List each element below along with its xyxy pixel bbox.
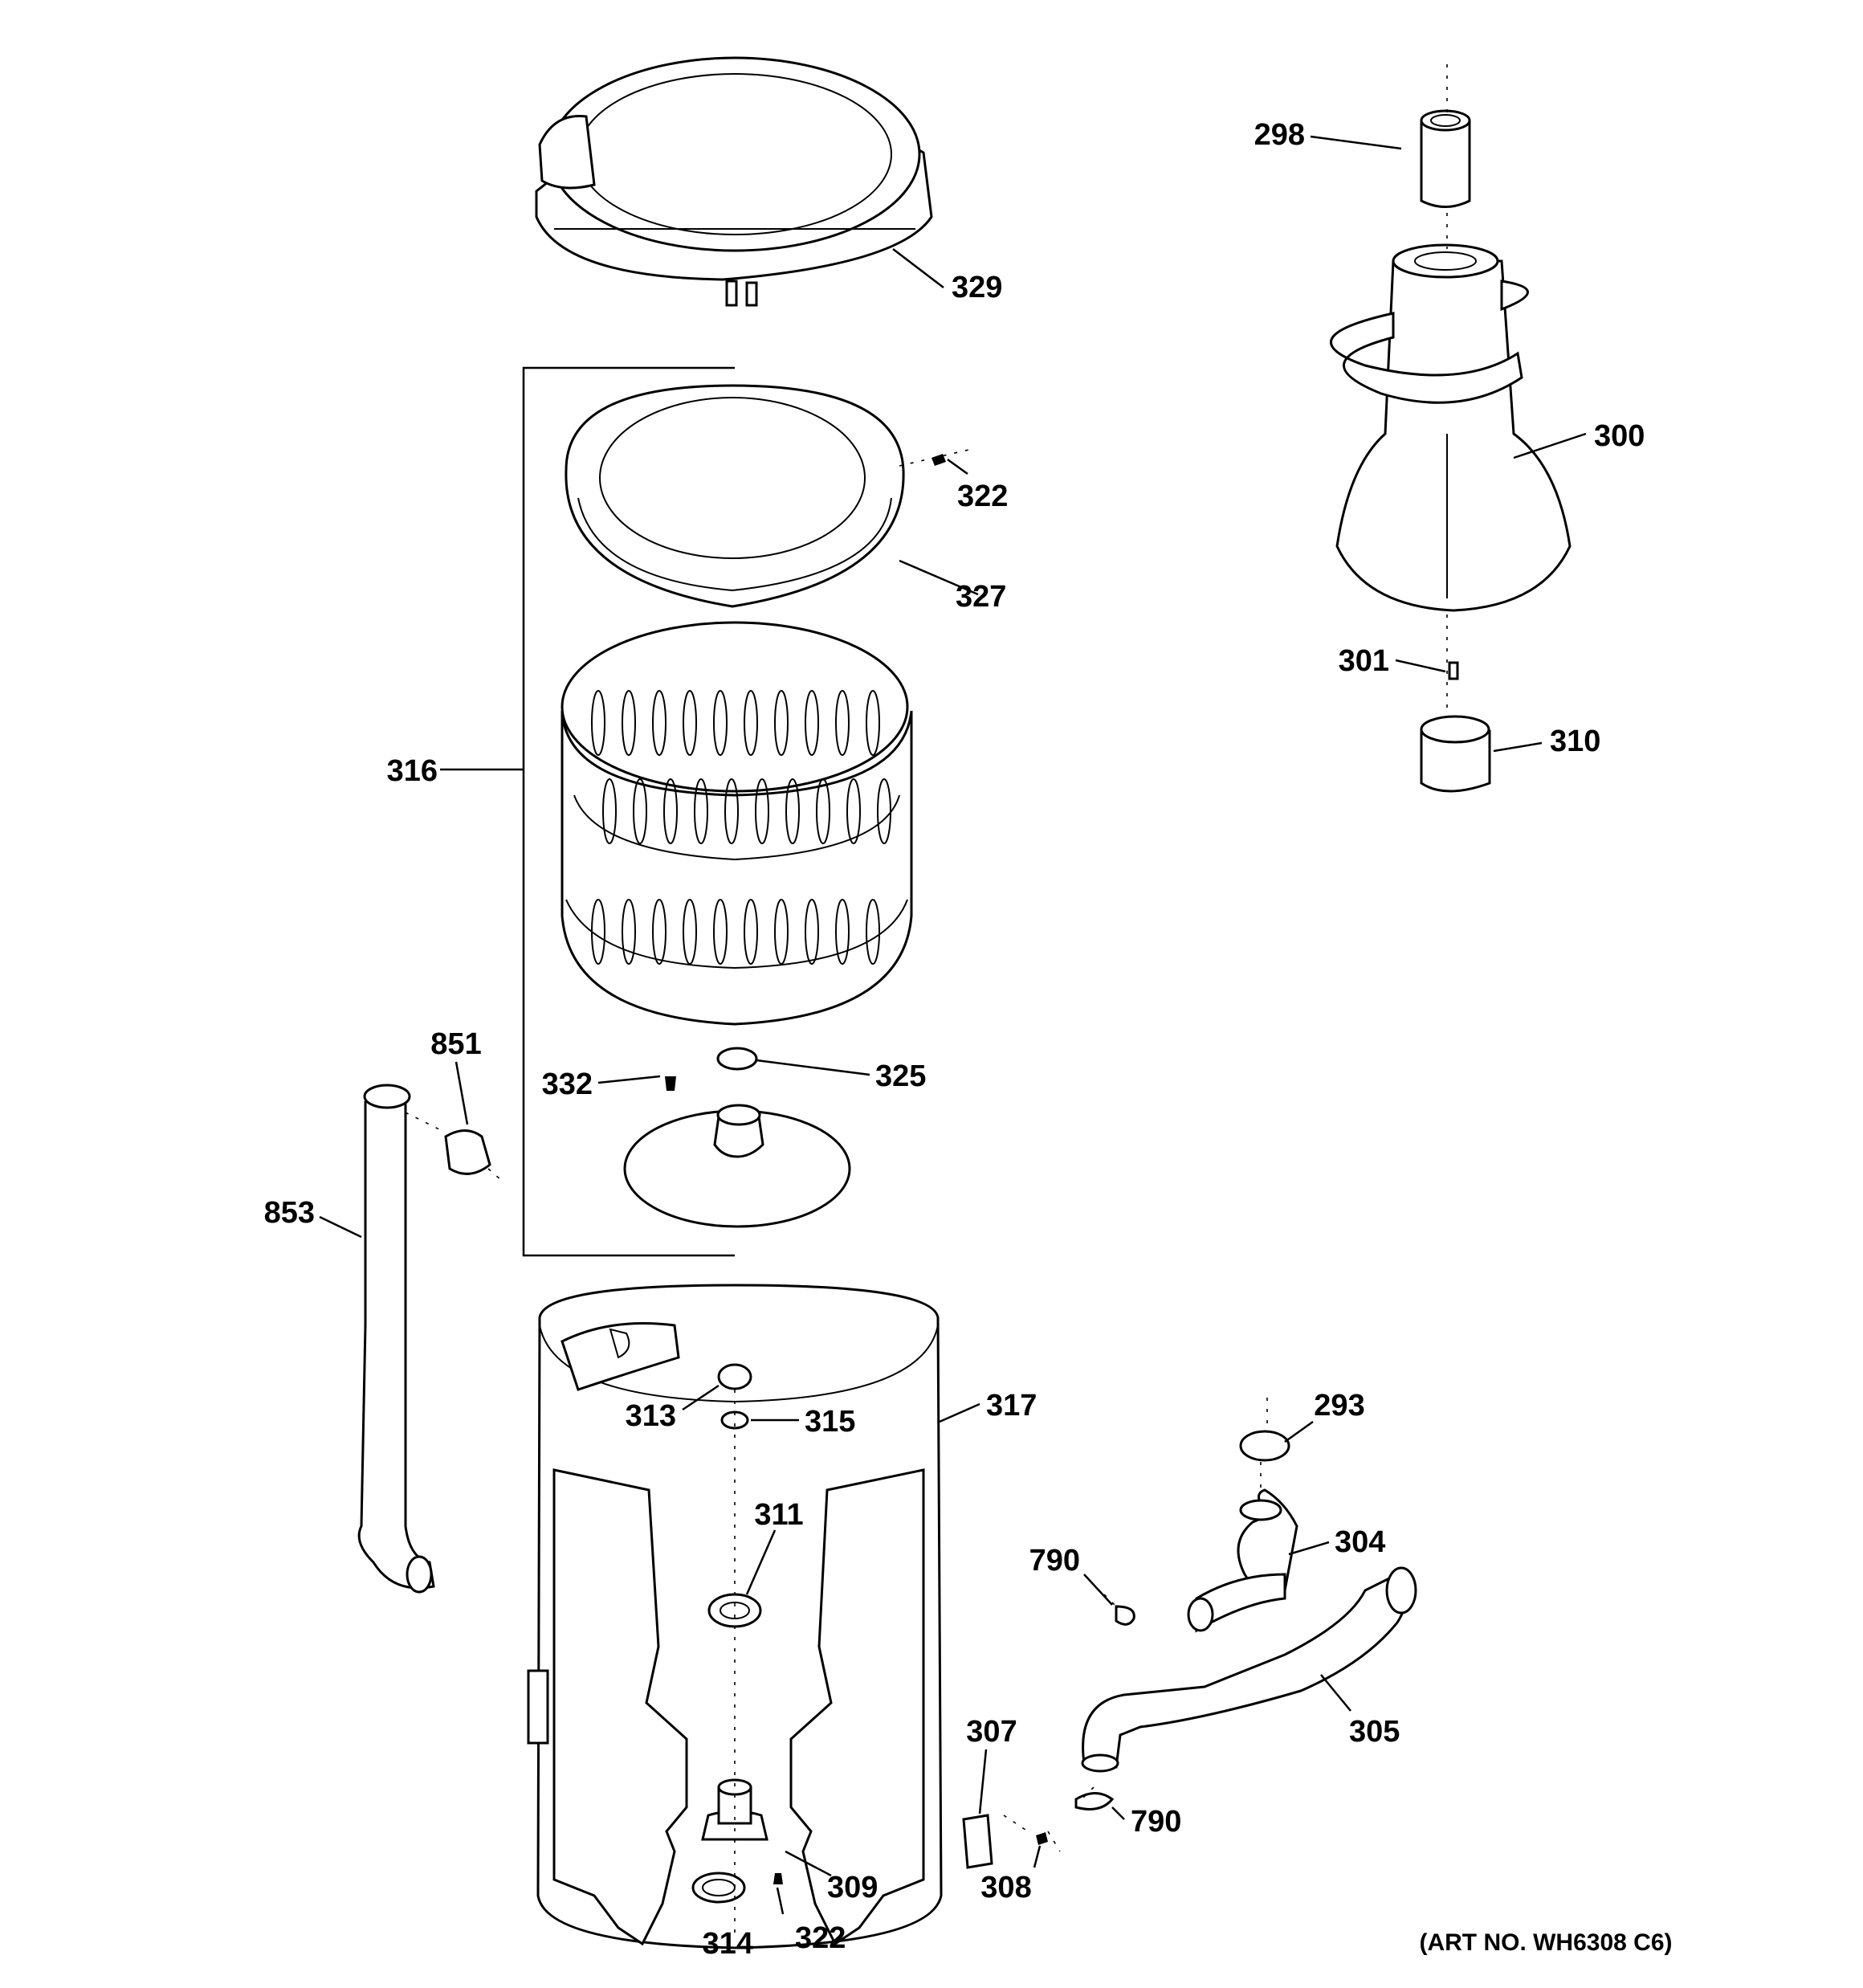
wash-basket [561,621,913,1026]
label-790-lower: 790 [1131,1805,1181,1839]
basket-slot [805,690,819,756]
label-307: 307 [966,1715,1017,1749]
basket-slot [835,690,850,756]
basket-slot [622,690,636,756]
basket-slot [744,690,758,756]
screw-322-upper [932,454,946,466]
tub-center-parts [691,1363,783,1904]
basket-slot [652,690,667,756]
drain-pump-parts [357,1084,491,1594]
label-327: 327 [956,580,1006,614]
label-300: 300 [1594,419,1645,453]
basket-slot [663,778,678,844]
basket-slot [602,778,617,844]
basket-slot [774,690,789,756]
basket-slot [683,899,697,965]
tub-cover-ring [535,56,933,307]
hoses-and-clamps [962,1430,1417,1869]
label-314: 314 [703,1927,753,1961]
label-315: 315 [805,1405,855,1439]
label-332: 332 [542,1067,593,1101]
basket-slot [683,690,697,756]
basket-slot [816,778,830,844]
basket-slot [774,899,789,965]
nut-325 [716,1047,758,1071]
basket-slot [713,899,728,965]
balance-ring [565,384,905,608]
label-790-upper: 790 [1029,1544,1080,1578]
label-325: 325 [875,1059,926,1093]
basket-slot [724,778,739,844]
basket-slot [866,899,880,965]
label-293: 293 [1314,1389,1364,1423]
basket-slot [652,899,667,965]
label-853: 853 [264,1196,315,1230]
label-317: 317 [986,1389,1037,1423]
basket-slot [835,899,850,965]
basket-slot [591,899,605,965]
basket-slot [877,778,891,844]
label-309: 309 [827,1871,878,1904]
basket-assembly-bracket [522,366,735,1257]
part-number-labels: 298 300 301 310 329 322 327 316 332 325 … [264,118,1673,1961]
agitator-assembly [1329,109,1572,793]
basket-slot [805,899,819,965]
basket-slot [866,690,880,756]
alignment-lines [405,64,1448,1936]
label-316: 316 [387,754,438,788]
label-310: 310 [1550,725,1600,758]
label-305: 305 [1349,1715,1400,1749]
basket-slot [591,690,605,756]
basket-slot [694,778,708,844]
leader-lines [319,135,1587,1915]
basket-slot [713,690,728,756]
basket-slot [633,778,647,844]
label-851: 851 [430,1027,481,1061]
basket-slot [785,778,800,844]
basket-hub-plate [623,1104,851,1228]
basket-slot [744,899,758,965]
screw-332 [665,1076,676,1091]
art-number: (ART NO. WH6308 C6) [1419,1929,1672,1956]
label-311: 311 [754,1498,803,1532]
label-313: 313 [626,1399,676,1433]
label-298: 298 [1254,118,1305,152]
label-322-upper: 322 [957,480,1008,513]
basket-slot [622,899,636,965]
label-304: 304 [1335,1525,1385,1559]
label-308: 308 [980,1871,1031,1904]
basket-slot [755,778,769,844]
label-329: 329 [952,271,1002,304]
basket-slot [846,778,861,844]
label-301: 301 [1339,644,1389,678]
label-322-lower: 322 [795,1921,846,1955]
